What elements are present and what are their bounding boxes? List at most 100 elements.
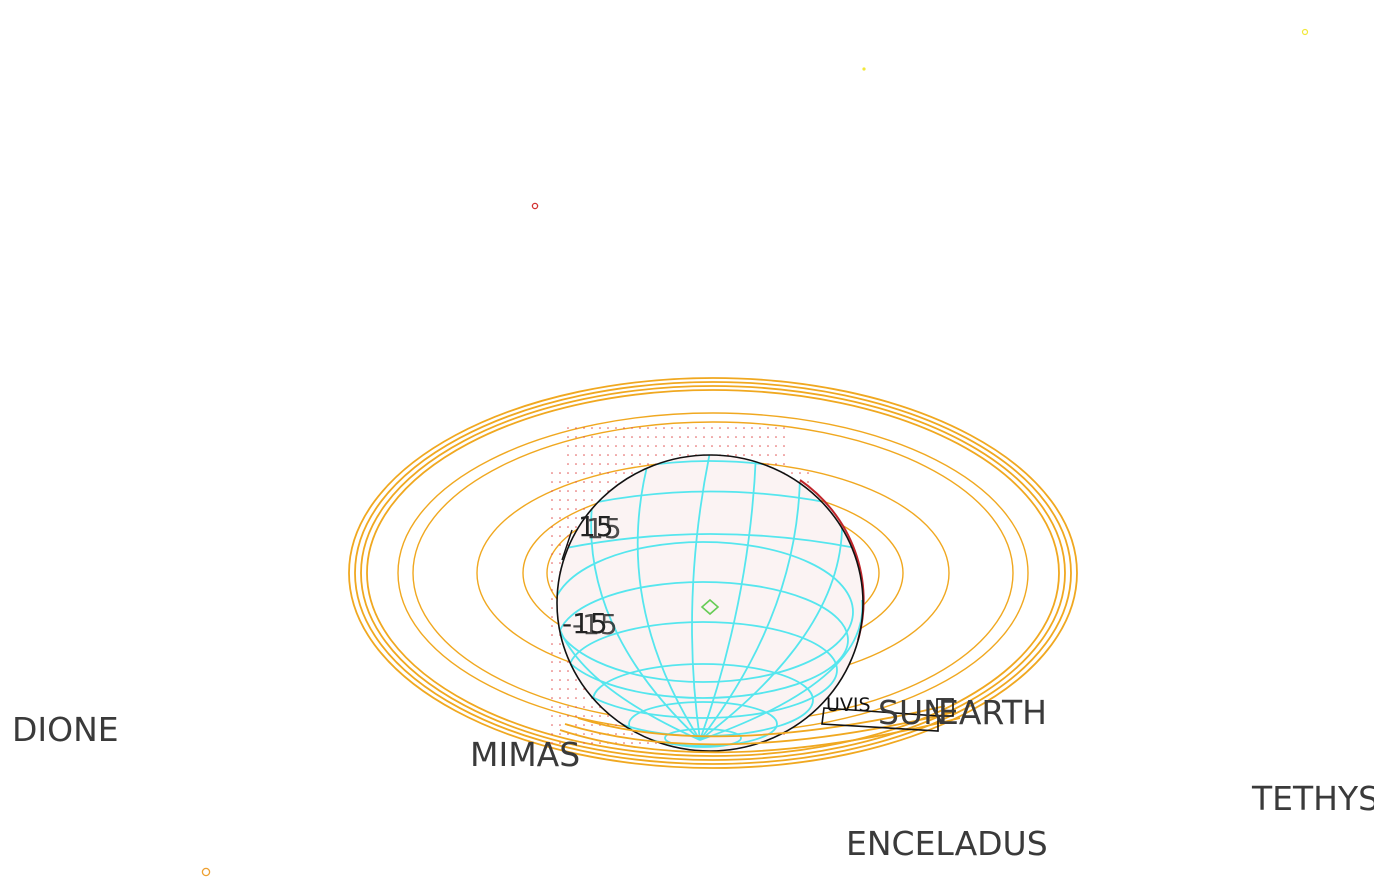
field-dot	[599, 454, 601, 456]
field-dot	[591, 454, 593, 456]
field-dot	[567, 517, 569, 519]
field-dot	[575, 688, 577, 690]
field-dot	[551, 652, 553, 654]
field-dot	[719, 445, 721, 447]
field-dot	[591, 724, 593, 726]
field-dot	[575, 697, 577, 699]
field-dot	[575, 679, 577, 681]
field-dot	[551, 670, 553, 672]
field-dot	[599, 427, 601, 429]
field-dot	[559, 652, 561, 654]
field-dot	[735, 427, 737, 429]
marker-yellow-top	[862, 67, 866, 71]
field-dot	[671, 427, 673, 429]
field-dot	[671, 454, 673, 456]
field-dot	[767, 463, 769, 465]
field-dot	[759, 436, 761, 438]
field-dot	[575, 706, 577, 708]
field-dot	[559, 526, 561, 528]
field-dot	[575, 499, 577, 501]
field-dot	[695, 445, 697, 447]
field-dot	[559, 499, 561, 501]
field-dot	[567, 499, 569, 501]
lat-label-south: -15	[562, 607, 608, 640]
field-dot	[559, 715, 561, 717]
field-dot	[591, 742, 593, 744]
field-dot	[591, 481, 593, 483]
field-dot	[551, 742, 553, 744]
field-dot	[575, 742, 577, 744]
field-dot	[559, 481, 561, 483]
field-dot	[567, 661, 569, 663]
field-dot	[783, 463, 785, 465]
field-dot	[551, 715, 553, 717]
field-dot	[607, 427, 609, 429]
lat-label-north-overlay: 15	[586, 512, 622, 545]
field-dot	[559, 508, 561, 510]
field-dot	[551, 490, 553, 492]
field-dot	[551, 634, 553, 636]
field-dot	[743, 427, 745, 429]
field-dot	[687, 454, 689, 456]
field-dot	[687, 427, 689, 429]
field-dot	[599, 436, 601, 438]
field-dot	[631, 427, 633, 429]
field-dot	[727, 445, 729, 447]
tethys-label: TETHYS	[1251, 779, 1379, 818]
field-dot	[575, 724, 577, 726]
field-dot	[767, 427, 769, 429]
field-dot	[607, 463, 609, 465]
field-dot	[583, 733, 585, 735]
field-dot	[567, 670, 569, 672]
earth-label: EARTH	[938, 693, 1047, 732]
lat-lon-grid	[557, 455, 863, 748]
field-dot	[631, 436, 633, 438]
field-dot	[807, 472, 809, 474]
field-dot	[639, 454, 641, 456]
field-dot	[567, 733, 569, 735]
field-dot	[551, 535, 553, 537]
field-dot	[559, 679, 561, 681]
field-dot	[623, 733, 625, 735]
field-dot	[551, 706, 553, 708]
field-dot	[551, 616, 553, 618]
field-dot	[591, 463, 593, 465]
field-dot	[551, 508, 553, 510]
uvis-field-of-view: UVIS	[821, 694, 954, 732]
field-dot	[639, 445, 641, 447]
field-dot	[599, 445, 601, 447]
field-dot	[631, 463, 633, 465]
field-dot	[655, 454, 657, 456]
field-dot	[615, 481, 617, 483]
field-dot	[559, 643, 561, 645]
field-dot	[559, 697, 561, 699]
saturn-disk	[556, 454, 865, 752]
field-dot	[567, 715, 569, 717]
field-dot	[551, 697, 553, 699]
field-dot	[679, 427, 681, 429]
field-dot	[775, 454, 777, 456]
field-dot	[623, 472, 625, 474]
field-dot	[607, 454, 609, 456]
field-dot	[751, 454, 753, 456]
field-dot	[551, 679, 553, 681]
field-dot	[575, 481, 577, 483]
field-dot	[591, 715, 593, 717]
field-dot	[575, 436, 577, 438]
field-dot	[671, 445, 673, 447]
field-dot	[551, 481, 553, 483]
field-dot	[583, 724, 585, 726]
field-dot	[599, 463, 601, 465]
field-dot	[655, 445, 657, 447]
field-dot	[583, 742, 585, 744]
field-dot	[575, 454, 577, 456]
field-dot	[615, 454, 617, 456]
field-dot	[591, 427, 593, 429]
field-dot	[655, 436, 657, 438]
field-dot	[695, 436, 697, 438]
field-dot	[775, 436, 777, 438]
field-dot	[791, 472, 793, 474]
marker-orange-bottom	[201, 867, 211, 877]
field-dot	[647, 427, 649, 429]
